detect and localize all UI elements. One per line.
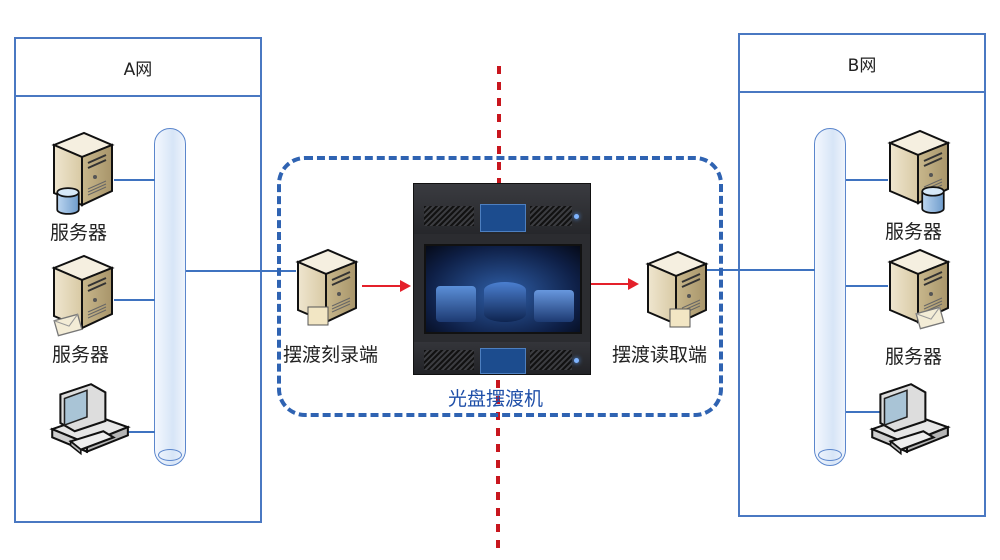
network-a-link-1	[114, 179, 155, 181]
arrow-to-read-end	[591, 283, 629, 285]
network-b-link-3	[846, 411, 888, 413]
machine-label: 光盘摆渡机	[448, 388, 544, 410]
status-screen	[480, 204, 526, 232]
network-a-title: A网	[16, 39, 260, 97]
disc-tray-icon	[669, 308, 691, 328]
network-b-uplink	[703, 269, 815, 271]
vent-grille	[530, 206, 572, 226]
network-separator-line	[497, 66, 501, 184]
vent-grille	[530, 350, 572, 370]
arrow-head-icon	[628, 278, 639, 290]
server-label: 服务器	[50, 222, 108, 244]
optical-disc-ferry-machine	[413, 183, 591, 375]
network-b-title: B网	[740, 35, 984, 93]
network-b-link-2	[846, 285, 888, 287]
network-a-uplink	[186, 270, 296, 272]
database-icon	[920, 186, 946, 214]
ferry-zone-boundary	[277, 156, 723, 417]
server-label: 服务器	[885, 346, 943, 368]
burn-end-label: 摆渡刻录端	[283, 344, 379, 366]
network-a-link-3	[114, 431, 155, 433]
workstation-icon	[42, 380, 134, 462]
power-led-icon	[574, 214, 579, 219]
vent-grille	[424, 206, 474, 226]
server-label: 服务器	[52, 344, 110, 366]
mail-icon	[914, 305, 946, 331]
disc-chamber-window	[424, 244, 582, 334]
vent-grille	[424, 350, 474, 370]
network-b-bus	[814, 128, 846, 466]
database-icon	[55, 187, 81, 215]
mail-icon	[52, 312, 84, 338]
workstation-icon	[862, 380, 954, 462]
read-end-label: 摆渡读取端	[612, 344, 708, 366]
network-a-bus	[154, 128, 186, 466]
arrow-to-machine	[362, 285, 402, 287]
disc-tray-icon	[307, 306, 329, 326]
network-separator-line	[496, 380, 500, 550]
power-led-icon	[574, 358, 579, 363]
network-a-link-2	[114, 299, 155, 301]
network-b-link-1	[846, 179, 888, 181]
arrow-head-icon	[400, 280, 411, 292]
status-screen	[480, 348, 526, 374]
server-label: 服务器	[885, 221, 943, 243]
